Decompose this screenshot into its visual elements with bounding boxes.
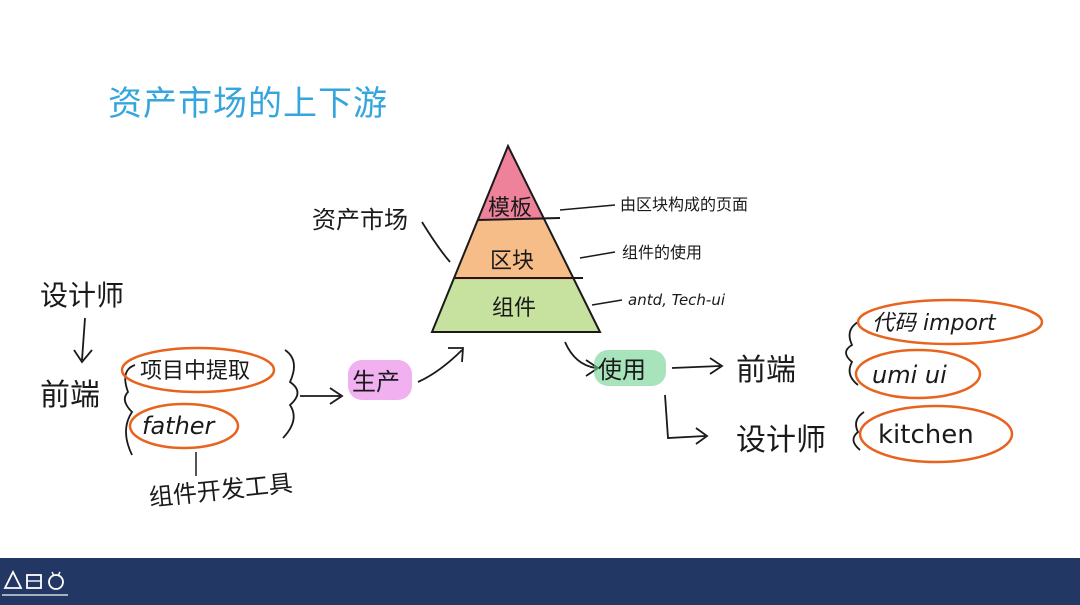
diagram-canvas: 模板 区块 组件 由区块构成的页面 组件的使用 antd, Tech-ui 资产… [40,143,1044,512]
left-brace-icon [123,364,136,456]
designer-item-kitchen: kitchen [878,420,974,450]
pyramid-desc-block: 组件的使用 [622,243,702,262]
circle-code-import [856,298,1044,346]
designer-brace-icon [852,411,865,451]
left-frontend-label: 前端 [40,378,100,413]
source-circle-father [128,402,240,450]
frontend-item-umi-ui: umi ui [872,361,947,389]
footer-bar [0,558,1080,605]
pyramid-divider-1 [477,217,561,221]
down-right-arrow-icon [564,341,600,377]
pyramid-desc-component: antd, Tech-ui [628,291,726,309]
pyramid-outline [430,143,602,333]
pyramid-desc-template: 由区块构成的页面 [620,195,748,214]
use-highlight [594,350,666,386]
father-note-label: 组件开发工具 [148,469,294,512]
left-flow: 设计师 前端 项目中提取 father 组件开发工具 生产 [40,279,464,512]
right-arrow-icon [300,387,344,405]
produce-highlight [348,360,412,400]
asset-market-pointer [421,221,451,263]
right-frontend-label: 前端 [736,353,796,388]
circle-kitchen [858,404,1014,464]
pointer-line-block [579,251,616,259]
use-label: 使用 [598,356,646,384]
pointer-line-component [591,299,623,306]
right-arrow-frontend-icon [671,357,724,375]
pyramid-layer-template-label: 模板 [488,196,532,221]
pyramid: 模板 区块 组件 由区块构成的页面 组件的使用 antd, Tech-ui 资产… [312,143,748,333]
pyramid-layer-block-label: 区块 [490,249,534,274]
pyramid-layer-component-fill [432,280,600,332]
right-brace-icon [282,349,299,439]
frontend-brace-icon [845,321,859,386]
circle-umi-ui [854,348,982,400]
left-designer-label: 设计师 [40,279,124,312]
asset-market-label: 资产市场 [312,206,408,234]
up-arrow-icon [417,347,464,383]
down-arrow-icon [73,317,93,364]
pyramid-layer-component-label: 组件 [492,296,536,321]
down-arrow-designer-icon [664,394,709,445]
slide-title: 资产市场的上下游 [108,84,388,124]
company-logo-icon [2,569,68,596]
produce-label: 生产 [352,368,400,396]
right-flow: 使用 前端 设计师 代码 import umi ui kitchen [564,298,1044,464]
right-designer-label: 设计师 [736,423,826,458]
source-project-label: 项目中提取 [140,359,250,384]
frontend-item-code-import: 代码 import [872,311,997,336]
pointer-line-template [559,204,616,211]
source-circle-project [120,346,276,394]
source-father-label: father [142,412,217,440]
